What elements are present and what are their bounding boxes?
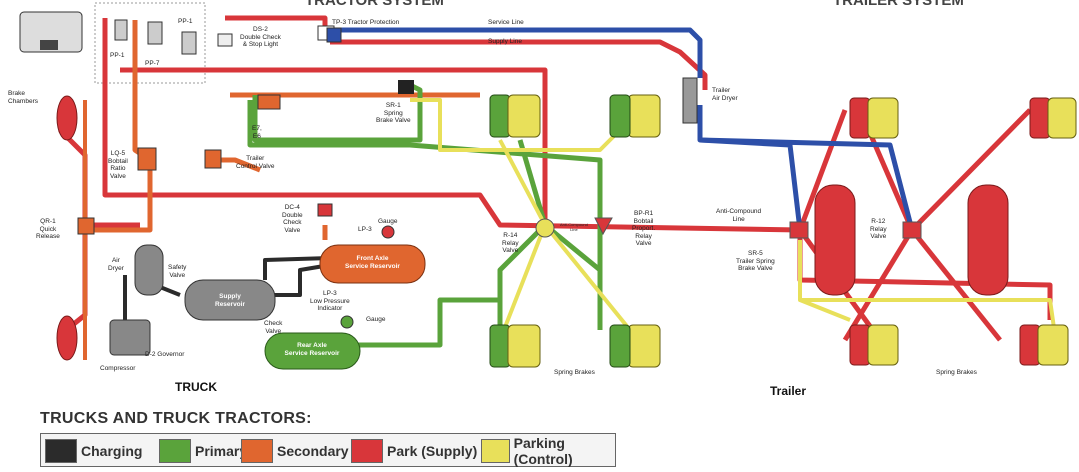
- legend-item-park-supply: Park (Supply): [351, 439, 477, 463]
- label-anti-compound-small: Anti-Compound Line: [560, 222, 588, 232]
- label-r14: R-14 Relay Valve: [502, 232, 519, 254]
- legend-label: Primary: [195, 443, 248, 459]
- parking-control-lines: [410, 98, 1057, 341]
- tanks: [109, 77, 1009, 370]
- label-pp1: PP-1: [110, 52, 125, 59]
- label-trailer-control: Trailer Control Valve: [236, 155, 275, 170]
- label-pp7: PP-7: [145, 60, 160, 67]
- label-lp3-low: LP-3 Low Pressure Indicator: [310, 290, 350, 312]
- label-gauge-2: Gauge: [366, 316, 386, 323]
- primary-lines: [247, 82, 603, 348]
- label-e7e6: E7, E6: [252, 125, 262, 140]
- label-pp1-b: PP-1: [178, 18, 193, 25]
- label-spring-brakes: Spring Brakes: [554, 369, 595, 376]
- label-anti-compound: Anti-Compound Line: [716, 208, 762, 223]
- label-brake-chambers: Brake Chambers: [8, 90, 38, 105]
- legend: Charging Primary Secondary Park (Supply)…: [40, 433, 616, 467]
- truck-spring-brakes: [489, 94, 661, 368]
- trailer-system-title: TRAILER SYSTEM: [833, 0, 964, 9]
- legend-label: Charging: [81, 443, 143, 459]
- label-sr5: SR-5 Trailer Spring Brake Valve: [736, 250, 775, 272]
- label-check-valve: Check Valve: [264, 320, 283, 335]
- label-bpr1: BP-R1 Bobtail Proport. Relay Valve: [632, 210, 656, 247]
- label-service-line: Service Line: [488, 19, 524, 26]
- label-d2: D-2 Governor: [145, 351, 185, 358]
- label-gauge: Gauge: [378, 218, 398, 225]
- label-qr1: QR-1 Quick Release: [36, 218, 60, 240]
- label-rear-axle: Rear Axle Service Reservoir: [284, 342, 340, 357]
- legend-swatch-charging: [45, 439, 77, 463]
- label-front-axle: Front Axle Service Reservoir: [345, 255, 400, 270]
- valves: [19, 11, 922, 329]
- legend-label: Parking (Control): [513, 435, 573, 467]
- label-lq5: LQ-5 Bobtail Ratio Valve: [108, 150, 128, 180]
- label-r12: R-12 Relay Valve: [870, 218, 887, 240]
- legend-swatch-secondary: [241, 439, 273, 463]
- label-lp3: LP-3: [358, 226, 372, 233]
- truck-label: TRUCK: [175, 380, 217, 394]
- legend-item-parking-control: Parking (Control): [481, 435, 615, 467]
- legend-label: Park (Supply): [387, 443, 478, 459]
- legend-item-primary: Primary: [159, 439, 247, 463]
- legend-swatch-parking-control: [481, 439, 510, 463]
- label-air-dryer: Air Dryer: [108, 257, 124, 272]
- legend-swatch-park-supply: [351, 439, 383, 463]
- label-supply-reservoir: Supply Reservoir: [215, 293, 245, 308]
- legend-item-charging: Charging: [45, 439, 142, 463]
- label-tp3: TP-3 Tractor Protection: [332, 19, 400, 26]
- section-title: TRUCKS AND TRUCK TRACTORS:: [40, 410, 312, 427]
- trailer-spring-brakes: [849, 97, 1077, 366]
- label-compressor: Compressor: [100, 365, 136, 372]
- label-spring-brakes-2: Spring Brakes: [936, 369, 977, 376]
- legend-label: Secondary: [277, 443, 349, 459]
- label-ds2: DS-2 Double Check & Stop Light: [240, 26, 281, 48]
- label-trailer-air-dryer: Trailer Air Dryer: [712, 87, 738, 102]
- tractor-system-title: TRACTOR SYSTEM: [305, 0, 444, 9]
- label-supply-line: Supply Line: [488, 38, 522, 45]
- trailer-label: Trailer: [770, 384, 807, 398]
- label-safety-valve: Safety Valve: [168, 264, 187, 279]
- valve-group-box: [94, 2, 206, 84]
- legend-swatch-primary: [159, 439, 191, 463]
- label-sr1: SR-1 Spring Brake Valve: [376, 102, 411, 124]
- label-dc4: DC-4 Double Check Valve: [282, 204, 303, 234]
- service-lines: [335, 27, 915, 231]
- legend-item-secondary: Secondary: [241, 439, 349, 463]
